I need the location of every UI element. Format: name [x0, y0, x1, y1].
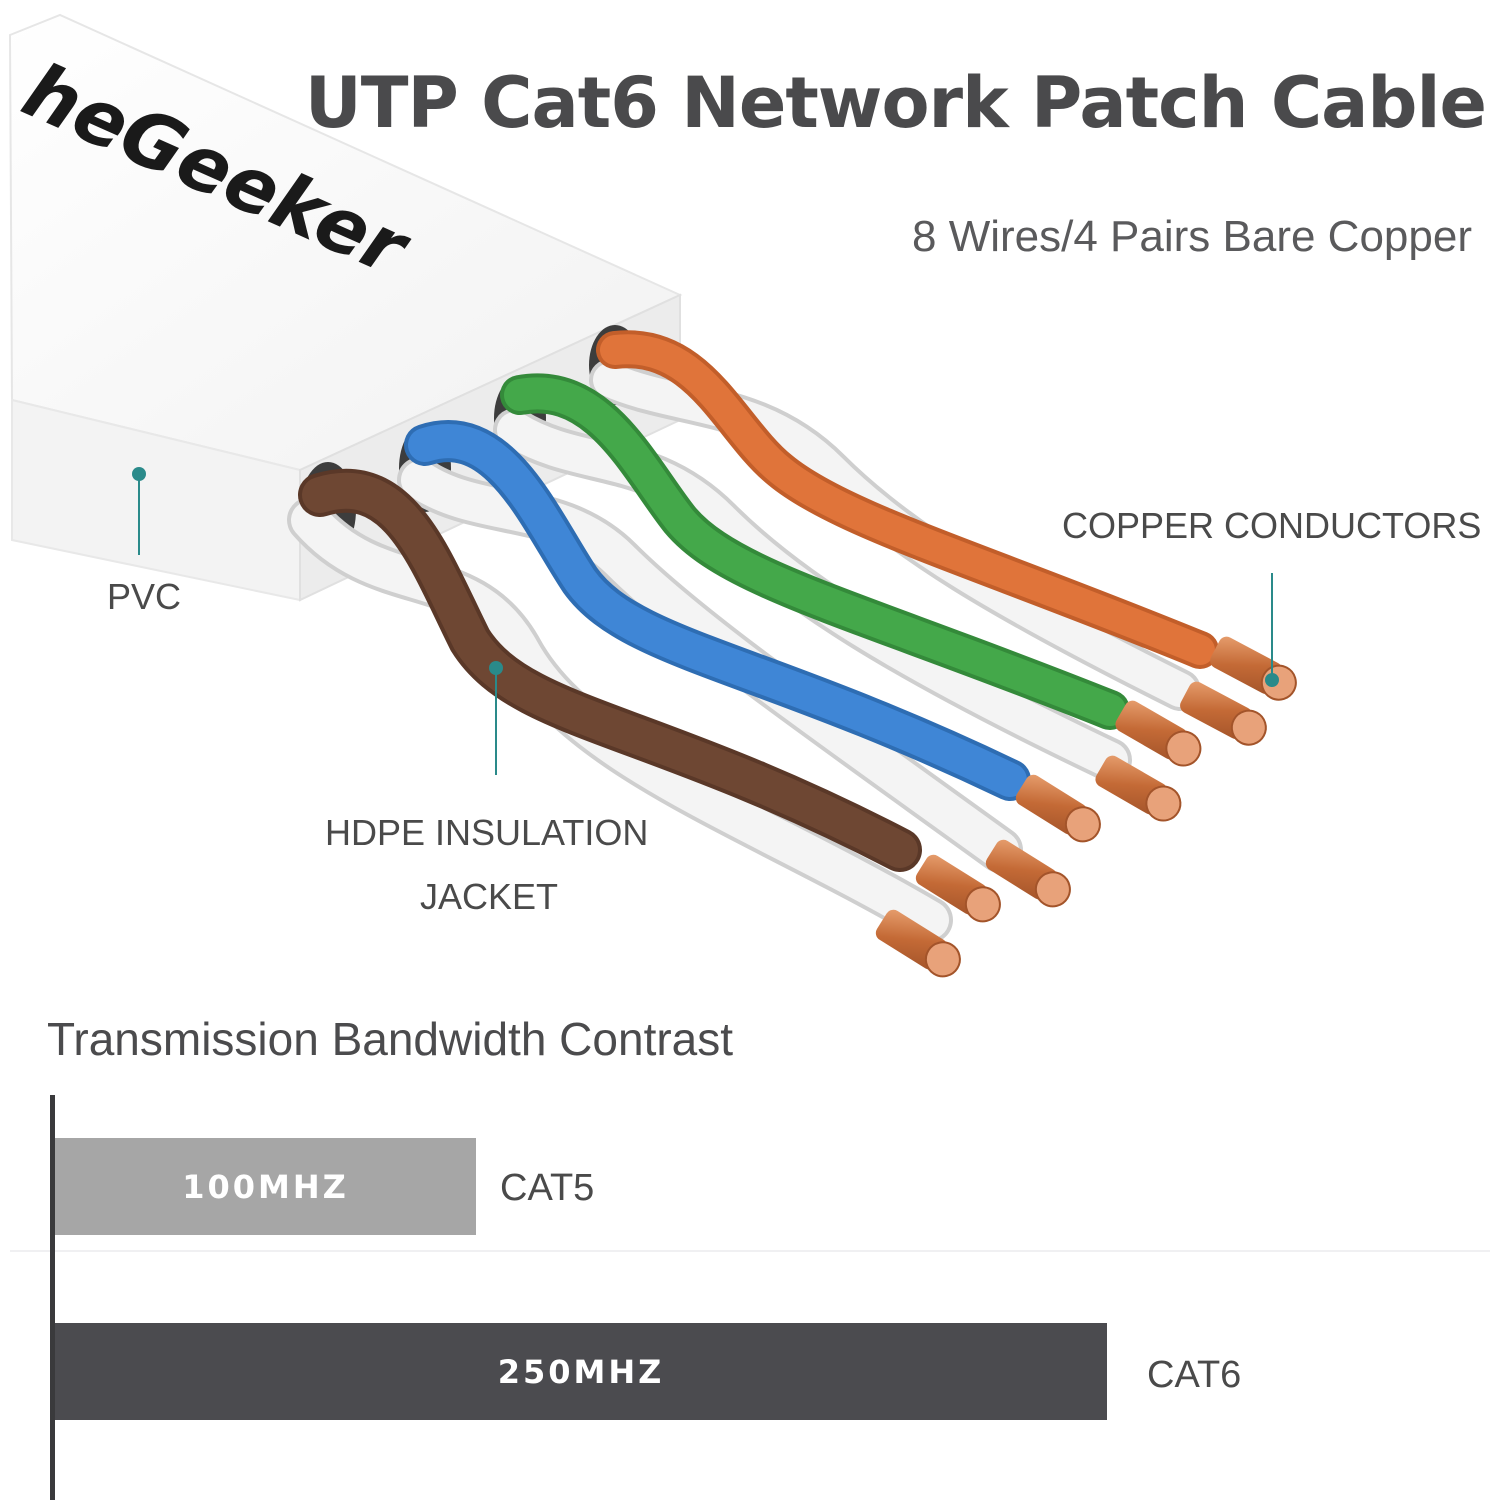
- pvc-label: PVC: [107, 576, 182, 617]
- page-title: UTP Cat6 Network Patch Cable: [304, 62, 1487, 144]
- chart-title: Transmission Bandwidth Contrast: [47, 1013, 734, 1065]
- hdpe-insulation-label: HDPE INSULATION: [325, 812, 649, 853]
- pvc-pointer: [132, 467, 146, 555]
- hdpe-pointer: [489, 661, 503, 775]
- wire-white-4: [589, 359, 1201, 711]
- wire-green: [500, 373, 1130, 730]
- wire-white-2: [397, 457, 1023, 873]
- bar-cat6-value: 250MHZ: [497, 1352, 665, 1391]
- cat5-label: CAT5: [500, 1167, 595, 1209]
- copper-conductors-label: COPPER CONDUCTORS: [1062, 505, 1482, 546]
- wire-blue: [404, 420, 1031, 801]
- wire-brown: [298, 468, 922, 872]
- bar-cat6: 250MHZ: [55, 1323, 1107, 1420]
- bar-cat5-value: 100MHZ: [182, 1167, 349, 1206]
- cable-illustration: heGeeker: [8, 13, 1297, 978]
- section-divider: [10, 1250, 1490, 1252]
- jacket-label: JACKET: [420, 876, 559, 917]
- page-subtitle: 8 Wires/4 Pairs Bare Copper: [912, 212, 1472, 261]
- bar-cat5: 100MHZ: [55, 1138, 476, 1235]
- copper-pointer: [1265, 573, 1279, 687]
- wire-orange: [596, 330, 1219, 669]
- cat6-label: CAT6: [1147, 1354, 1242, 1396]
- copper-conductor-tips: [875, 636, 1297, 978]
- chart-axis: [50, 1095, 55, 1500]
- wire-white-3: [493, 408, 1132, 782]
